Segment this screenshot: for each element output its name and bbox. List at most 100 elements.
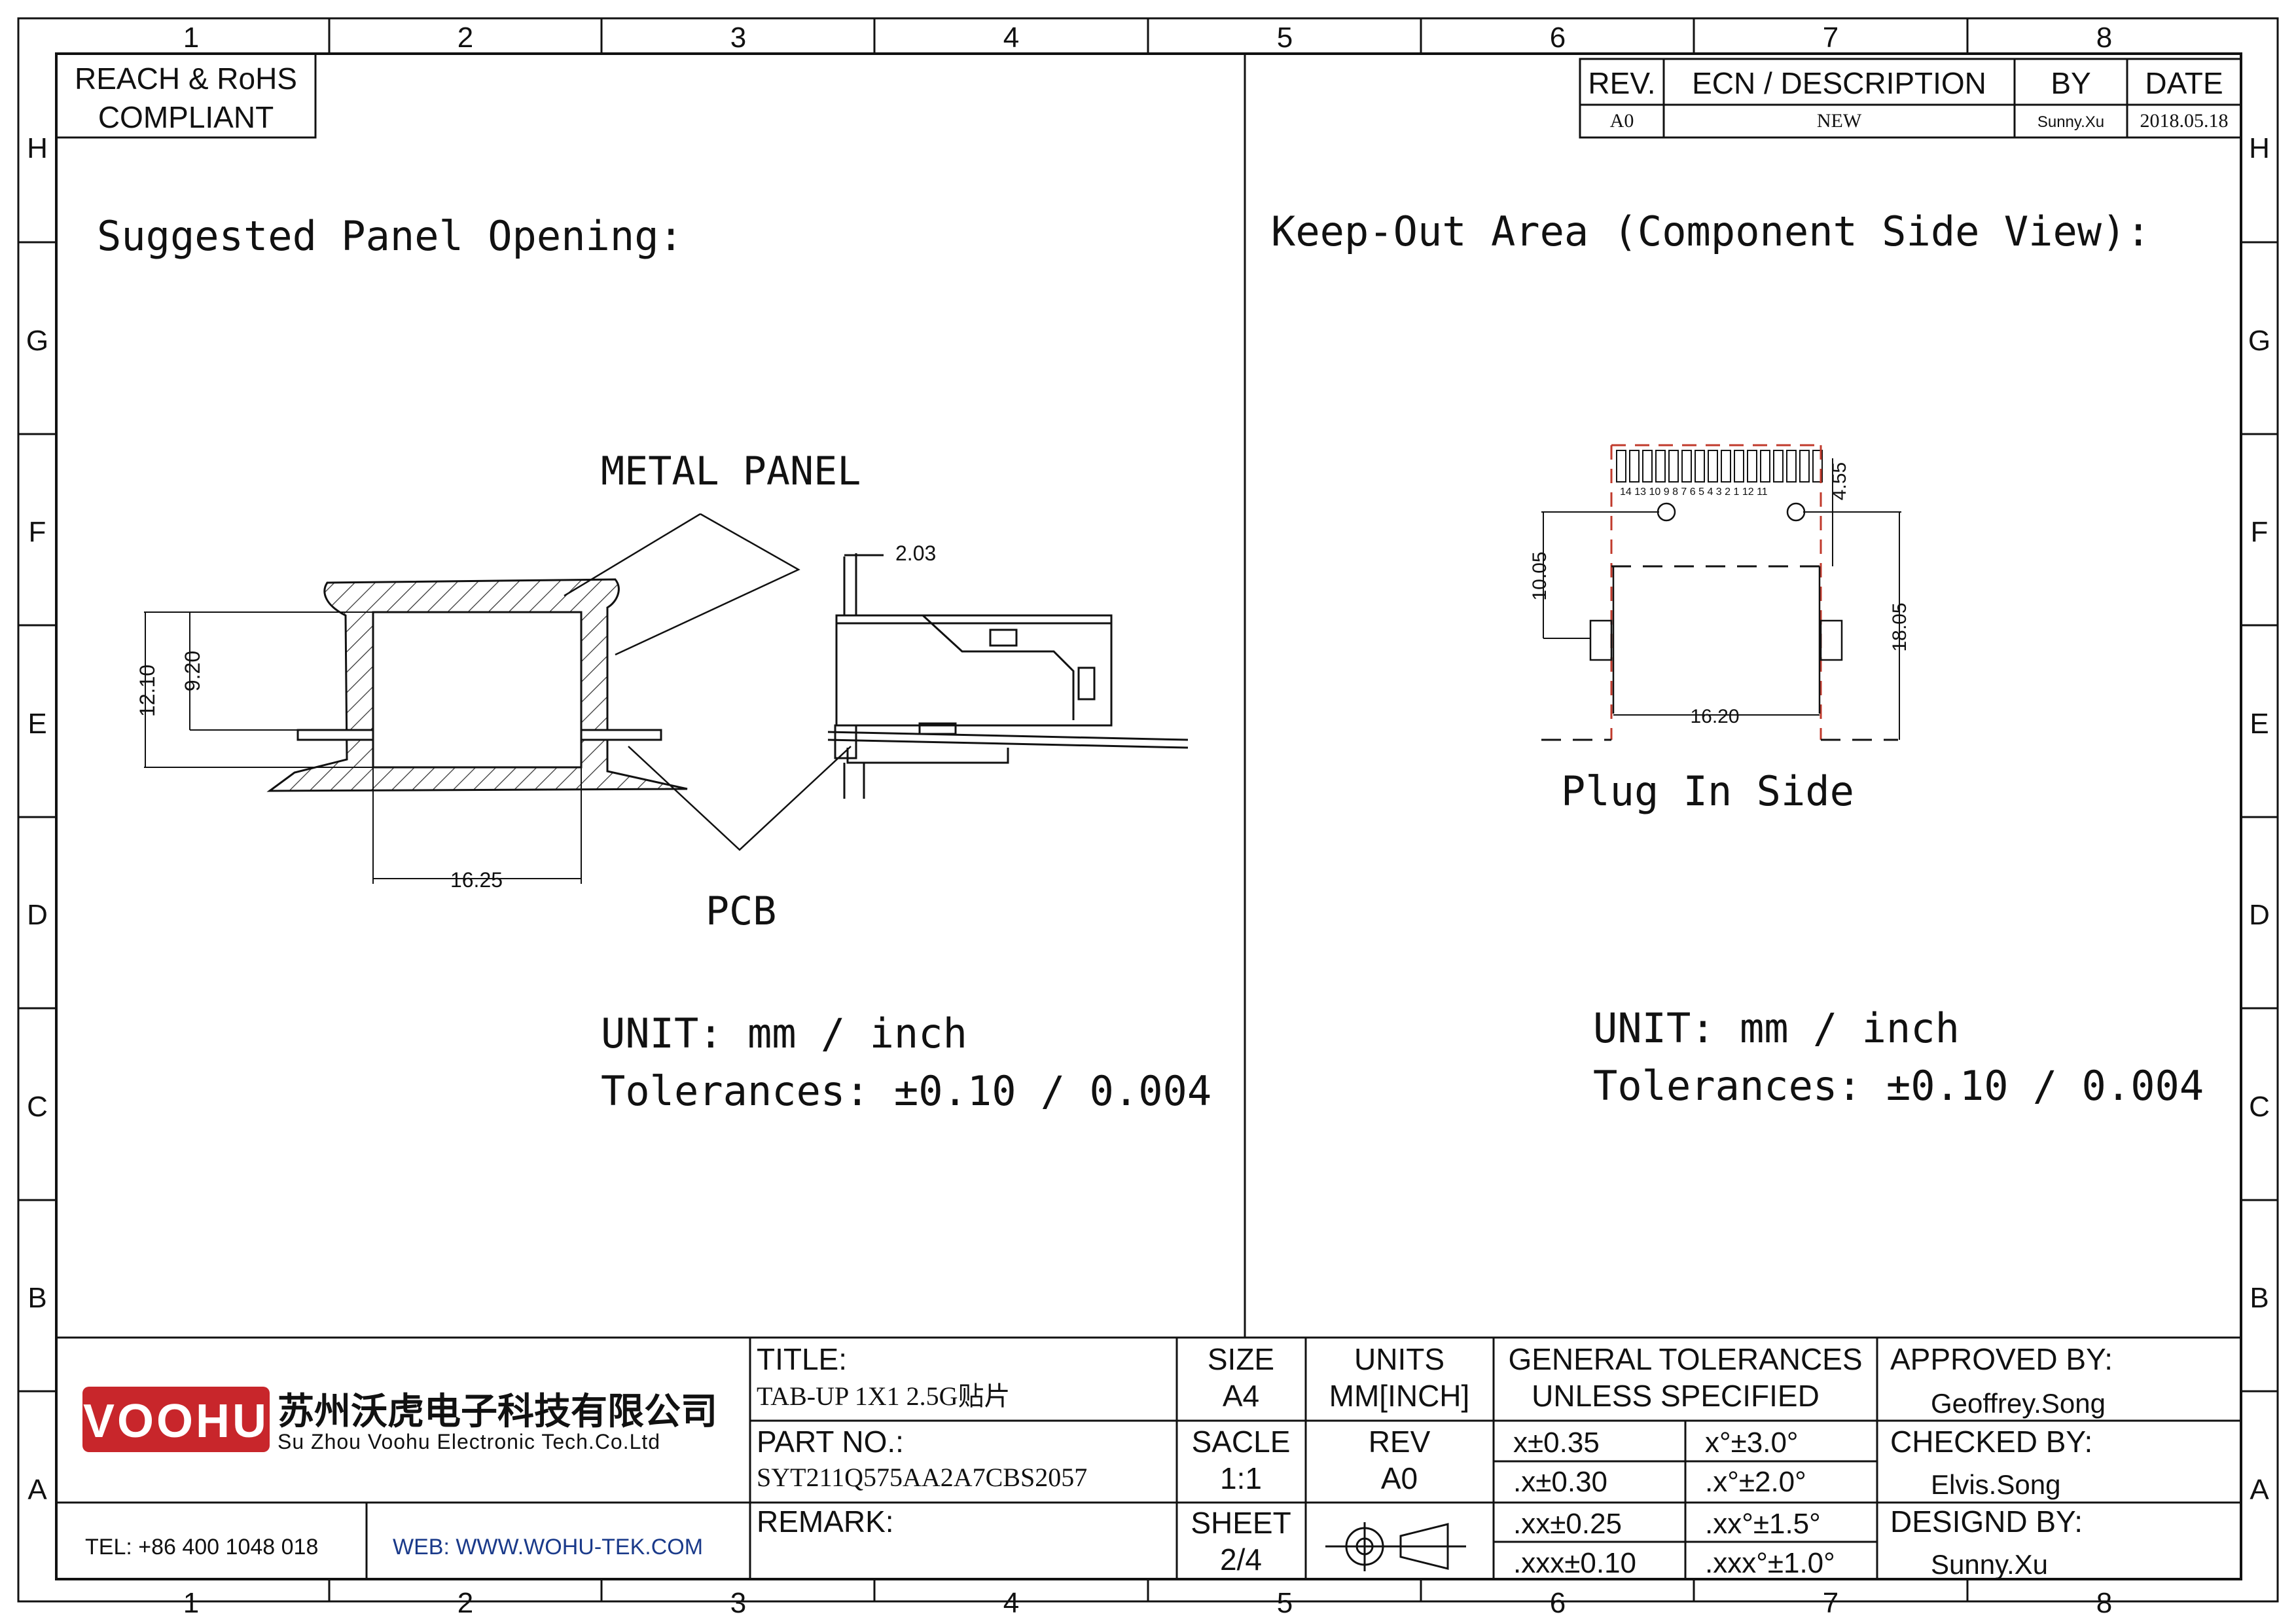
gen-tol-line-1: GENERAL TOLERANCES: [1508, 1342, 1862, 1376]
col-label: 1: [183, 22, 199, 54]
tol-row-3-angle: .xx°±1.5°: [1705, 1508, 1821, 1540]
title-label: TITLE:: [757, 1342, 847, 1376]
ecn-value: NEW: [1817, 110, 1862, 132]
metal-panel-label: METAL PANEL: [601, 448, 861, 494]
body-outline-dashed: [1541, 565, 1898, 741]
row-labels-right: H G F E D C B A: [2248, 132, 2270, 1506]
row-label: B: [27, 1282, 46, 1314]
pcb-label: PCB: [706, 888, 776, 934]
row-label: A: [27, 1474, 47, 1506]
col-label: 4: [1003, 22, 1019, 54]
panel-opening-heading: Suggested Panel Opening:: [97, 212, 683, 260]
logo-text: VOOHU: [83, 1395, 269, 1448]
col-label: 1: [183, 1587, 199, 1619]
row-label: F: [29, 516, 46, 548]
keep-out-view: Keep-Out Area (Component Side View): 14 …: [1271, 208, 2204, 1110]
keep-out-outline: [1610, 444, 1822, 740]
plug-in-side-label: Plug In Side: [1561, 767, 1854, 815]
dim-2-03-label: 2.03: [895, 541, 936, 565]
sheet-label: SHEET: [1191, 1506, 1291, 1540]
sheet-value: 2/4: [1220, 1542, 1262, 1577]
scale-value: 1:1: [1220, 1461, 1262, 1495]
tol-row-4-linear: .xxx±0.10: [1513, 1547, 1636, 1579]
approved-value: Geoffrey.Song: [1931, 1388, 2106, 1419]
part-value: SYT211Q575AA2A7CBS2057: [757, 1463, 1087, 1492]
units-label: UNITS: [1354, 1342, 1444, 1376]
row-label: G: [2248, 325, 2270, 357]
compliance-line-1: REACH & RoHS: [75, 62, 297, 96]
projection-symbol-icon: [1325, 1522, 1466, 1571]
row-label: D: [27, 899, 48, 931]
body-outline: [1589, 502, 1843, 714]
col-label: 5: [1277, 1587, 1293, 1619]
left-tolerance-text: Tolerances: ±0.10 / 0.004: [601, 1067, 1211, 1115]
col-label: 4: [1003, 1587, 1019, 1619]
compliance-line-2: COMPLIANT: [98, 100, 274, 134]
size-label: SIZE: [1208, 1342, 1274, 1376]
col-label: 6: [1550, 1587, 1566, 1619]
tol-row-4-angle: .xxx°±1.0°: [1705, 1547, 1835, 1579]
checked-value: Elvis.Song: [1931, 1469, 2060, 1500]
date-header: DATE: [2145, 66, 2223, 100]
web: WEB: WWW.WOHU-TEK.COM: [393, 1535, 703, 1559]
column-labels-bottom: 1 2 3 4 5 6 7 8: [183, 1587, 2112, 1619]
tol-row-3-linear: .xx±0.25: [1513, 1508, 1622, 1540]
row-label: B: [2250, 1282, 2269, 1314]
left-unit-text: UNIT: mm / inch: [601, 1010, 967, 1057]
rev-label: REV: [1369, 1425, 1431, 1459]
tol-row-1-linear: x±0.35: [1513, 1427, 1600, 1459]
by-value: Sunny.Xu: [2037, 113, 2104, 131]
pin-pads: [1616, 450, 1823, 483]
keep-out-dimensions: [1541, 458, 1901, 740]
dim-16-20-label: 16.20: [1690, 706, 1739, 727]
tol-row-2-linear: .x±0.30: [1513, 1466, 1607, 1498]
row-label: G: [26, 325, 48, 357]
company-cn: 苏州沃虎电子科技有限公司: [278, 1391, 717, 1432]
dim-18-05-label: 18.05: [1889, 602, 1910, 651]
designed-label: DESIGND BY:: [1890, 1504, 2083, 1539]
dim-9-20-label: 9.20: [181, 651, 204, 691]
right-unit-text: UNIT: mm / inch: [1593, 1004, 1960, 1052]
dim-9-20: [189, 612, 308, 731]
pin-numbers: 14 13 10 9 8 7 6 5 4 3 2 1 12 11: [1620, 486, 1768, 498]
revision-table: REV. ECN / DESCRIPTION BY DATE A0 NEW Su…: [1579, 58, 2242, 139]
tol-row-1-angle: x°±3.0°: [1705, 1427, 1799, 1459]
col-label: 7: [1823, 22, 1839, 54]
connector-side-view: [827, 553, 1189, 799]
dim-10-05-label: 10.05: [1529, 551, 1551, 600]
company-en: Su Zhou Voohu Electronic Tech.Co.Ltd: [278, 1430, 660, 1453]
right-tolerance-text: Tolerances: ±0.10 / 0.004: [1593, 1062, 2204, 1110]
col-label: 2: [457, 22, 473, 54]
dim-16-25: [372, 767, 582, 884]
rev-header: REV.: [1588, 66, 1655, 100]
row-label: D: [2249, 899, 2270, 931]
checked-label: CHECKED BY:: [1890, 1425, 2092, 1459]
dim-4-55-label: 4.55: [1829, 462, 1850, 500]
keep-out-heading: Keep-Out Area (Component Side View):: [1271, 208, 2151, 255]
size-value: A4: [1223, 1379, 1259, 1413]
designed-value: Sunny.Xu: [1931, 1549, 2048, 1580]
panel-opening-view: Suggested Panel Opening: METAL PANEL PCB…: [97, 212, 1211, 1115]
col-label: 3: [730, 1587, 746, 1619]
dim-12-10: [144, 611, 373, 768]
rev-value: A0: [1381, 1461, 1418, 1495]
tel: TEL: +86 400 1048 018: [85, 1535, 318, 1559]
row-label: C: [2249, 1091, 2270, 1123]
units-value: MM[INCH]: [1329, 1379, 1470, 1413]
tol-row-2-angle: .x°±2.0°: [1705, 1466, 1806, 1498]
title-value: TAB-UP 1X1 2.5G贴片: [757, 1381, 1011, 1411]
column-labels-top: 1 2 3 4 5 6 7 8: [183, 22, 2112, 54]
dim-12-10-label: 12.10: [135, 665, 159, 717]
gen-tol-line-2: UNLESS SPECIFIED: [1532, 1379, 1820, 1413]
col-label: 6: [1550, 22, 1566, 54]
rev-value: A0: [1610, 110, 1634, 132]
row-label: E: [2250, 708, 2269, 740]
row-label: A: [2250, 1474, 2269, 1506]
row-label: F: [2251, 516, 2269, 548]
scale-label: SACLE: [1192, 1425, 1291, 1459]
row-labels-left: H G F E D C B A: [26, 132, 48, 1506]
panel-opening: [372, 611, 583, 769]
row-label: H: [27, 132, 48, 164]
col-label: 3: [730, 22, 746, 54]
